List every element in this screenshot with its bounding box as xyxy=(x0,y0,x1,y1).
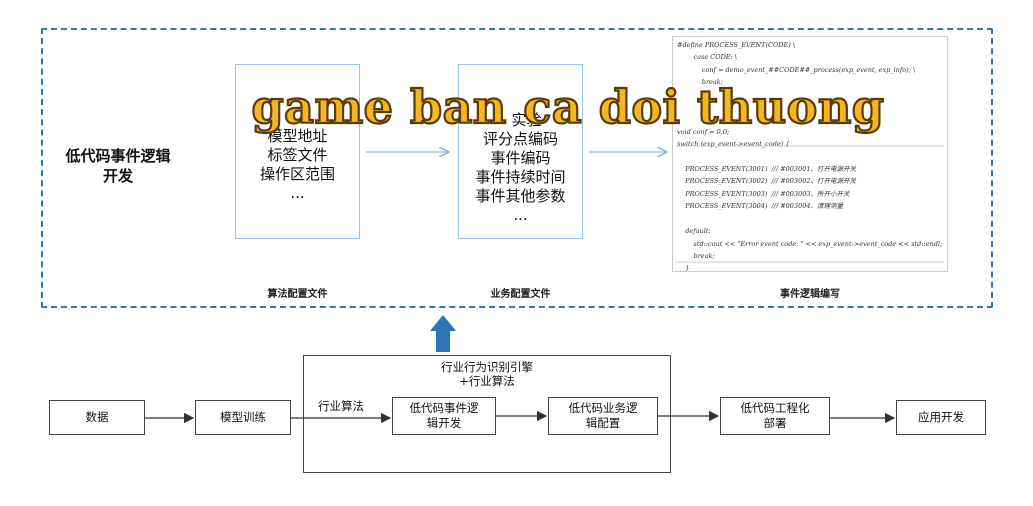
lowcode-business-label: 低代码业务逻 辑配置 xyxy=(569,401,638,431)
code-line: default: xyxy=(677,227,711,236)
code-line: std::cout << "Error event code: " << exp… xyxy=(677,239,943,248)
code-line: PROCESS_EVENT(3004) /// #003004、清理测量 xyxy=(677,202,843,211)
code-line: void conf = 0.0; xyxy=(677,127,730,136)
business-config-item: ... xyxy=(513,206,528,224)
code-line: switch (exp_event->event_code) { xyxy=(677,140,790,149)
code-line: break; xyxy=(677,251,715,260)
algorithm-config-caption: 算法配置文件 xyxy=(267,289,328,300)
region-title: 低代码事件逻辑 开发 xyxy=(58,146,178,186)
business-config-item: 事件编码 xyxy=(490,149,551,167)
business-config-caption: 业务配置文件 xyxy=(490,289,551,300)
code-line: PROCESS_EVENT(3003) /// #003003、所开小开关 xyxy=(677,189,850,198)
algorithm-config-item: 标签文件 xyxy=(267,146,328,164)
algorithm-config-item: 模型地址 xyxy=(267,127,328,145)
app-dev-node: 应用开发 xyxy=(896,400,986,435)
business-config-item: 事件持续时间 xyxy=(475,168,566,186)
engine-frame xyxy=(303,355,671,473)
business-config-item: 事件其他参数 xyxy=(475,187,566,205)
code-line: } xyxy=(677,264,690,272)
data-node: 数据 xyxy=(49,400,145,435)
data-node-label: 数据 xyxy=(85,410,109,424)
industry-algorithm-label: 行业算法 xyxy=(318,399,364,413)
business-config-item: 评分点编码 xyxy=(482,130,558,148)
business-config-partial: 实验 xyxy=(511,111,542,129)
engine-title-line-2: +行业算法 xyxy=(459,374,515,388)
business-config-box: 实验 评分点编码 事件编码 事件持续时间 事件其他参数 ... xyxy=(458,64,583,239)
algorithm-config-box: 模型地址 标签文件 操作区范围 ... xyxy=(235,64,360,239)
event-logic-code: #define PROCESS_EVENT(CODE) \ case CODE:… xyxy=(672,36,948,272)
up-arrow-icon xyxy=(430,315,456,352)
model-training-label: 模型训练 xyxy=(220,410,266,424)
code-line: conf = demo_event_##CODE##_process(exp_e… xyxy=(677,65,916,74)
lowcode-engineering-label: 低代码工程化 部署 xyxy=(741,401,810,431)
lowcode-engineering-label-1: 低代码工程化 xyxy=(740,401,810,415)
region-title-line-2: 开发 xyxy=(102,167,133,185)
engine-title: 行业行为识别引擎 +行业算法 xyxy=(303,360,671,388)
event-logic-caption: 事件逻辑编写 xyxy=(780,289,840,300)
lowcode-business-label-1: 低代码业务逻 xyxy=(568,401,638,415)
lowcode-event-label-2: 辑开发 xyxy=(426,416,462,430)
app-dev-label: 应用开发 xyxy=(918,410,964,424)
event-logic-dev-region xyxy=(41,28,993,308)
lowcode-engineering-label-2: 部署 xyxy=(763,416,787,430)
watermark-text: game ban ca doi thuong xyxy=(250,79,885,135)
code-line: PROCESS_EVENT(3002) /// #003002、打开电源开关 xyxy=(677,177,856,186)
lowcode-engineering-node: 低代码工程化 部署 xyxy=(720,397,830,435)
code-line: PROCESS_EVENT(3001) /// #003001、打开电源开关 xyxy=(677,165,856,174)
code-line: break; xyxy=(677,78,723,87)
lowcode-event-label-1: 低代码事件逻 xyxy=(409,401,479,415)
lowcode-event-node: 低代码事件逻 辑开发 xyxy=(392,397,496,435)
lowcode-business-node: 低代码业务逻 辑配置 xyxy=(548,397,658,435)
code-line: case CODE: \ xyxy=(677,53,737,62)
lowcode-business-label-2: 辑配置 xyxy=(585,416,621,430)
lowcode-event-label: 低代码事件逻 辑开发 xyxy=(410,401,479,431)
region-title-line-1: 低代码事件逻辑 xyxy=(65,147,171,165)
algorithm-config-item: 操作区范围 xyxy=(259,165,335,183)
model-training-node: 模型训练 xyxy=(195,400,291,435)
engine-title-line-1: 行业行为识别引擎 xyxy=(441,360,533,374)
algorithm-config-item: ... xyxy=(290,184,305,202)
code-line: #define PROCESS_EVENT(CODE) \ xyxy=(677,41,796,49)
